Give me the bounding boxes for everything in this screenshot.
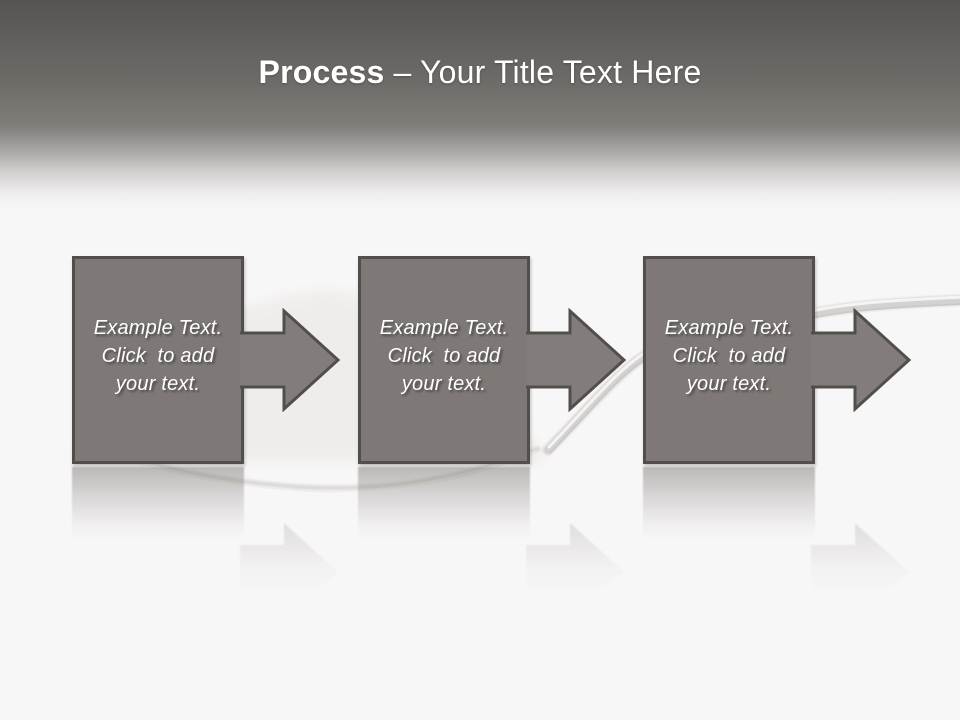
step-placeholder-text: Example Text. Click to add your text. bbox=[664, 317, 794, 395]
arrow-reflection bbox=[526, 523, 624, 621]
step-placeholder-text: Example Text. Click to add your text. bbox=[93, 317, 223, 395]
box-reflection bbox=[72, 467, 244, 541]
page-title-rest: – Your Title Text Here bbox=[393, 54, 702, 90]
box-reflection bbox=[358, 467, 530, 541]
arrow-reflection bbox=[240, 523, 338, 621]
flow-arrow-icon bbox=[811, 308, 912, 412]
flow-arrow-icon bbox=[240, 308, 341, 412]
process-step-box-2[interactable]: Example Text. Click to add your text. bbox=[358, 256, 530, 464]
arrow-reflection bbox=[811, 523, 909, 621]
box-reflection bbox=[643, 467, 815, 541]
step-placeholder-text: Example Text. Click to add your text. bbox=[379, 317, 509, 395]
page-title[interactable]: Process– Your Title Text Here bbox=[0, 52, 960, 92]
title-bar bbox=[0, 0, 960, 210]
process-step-box-3[interactable]: Example Text. Click to add your text. bbox=[643, 256, 815, 464]
flow-arrow-icon bbox=[526, 308, 627, 412]
process-step-box-1[interactable]: Example Text. Click to add your text. bbox=[72, 256, 244, 464]
page-title-emphasis: Process bbox=[258, 54, 385, 90]
